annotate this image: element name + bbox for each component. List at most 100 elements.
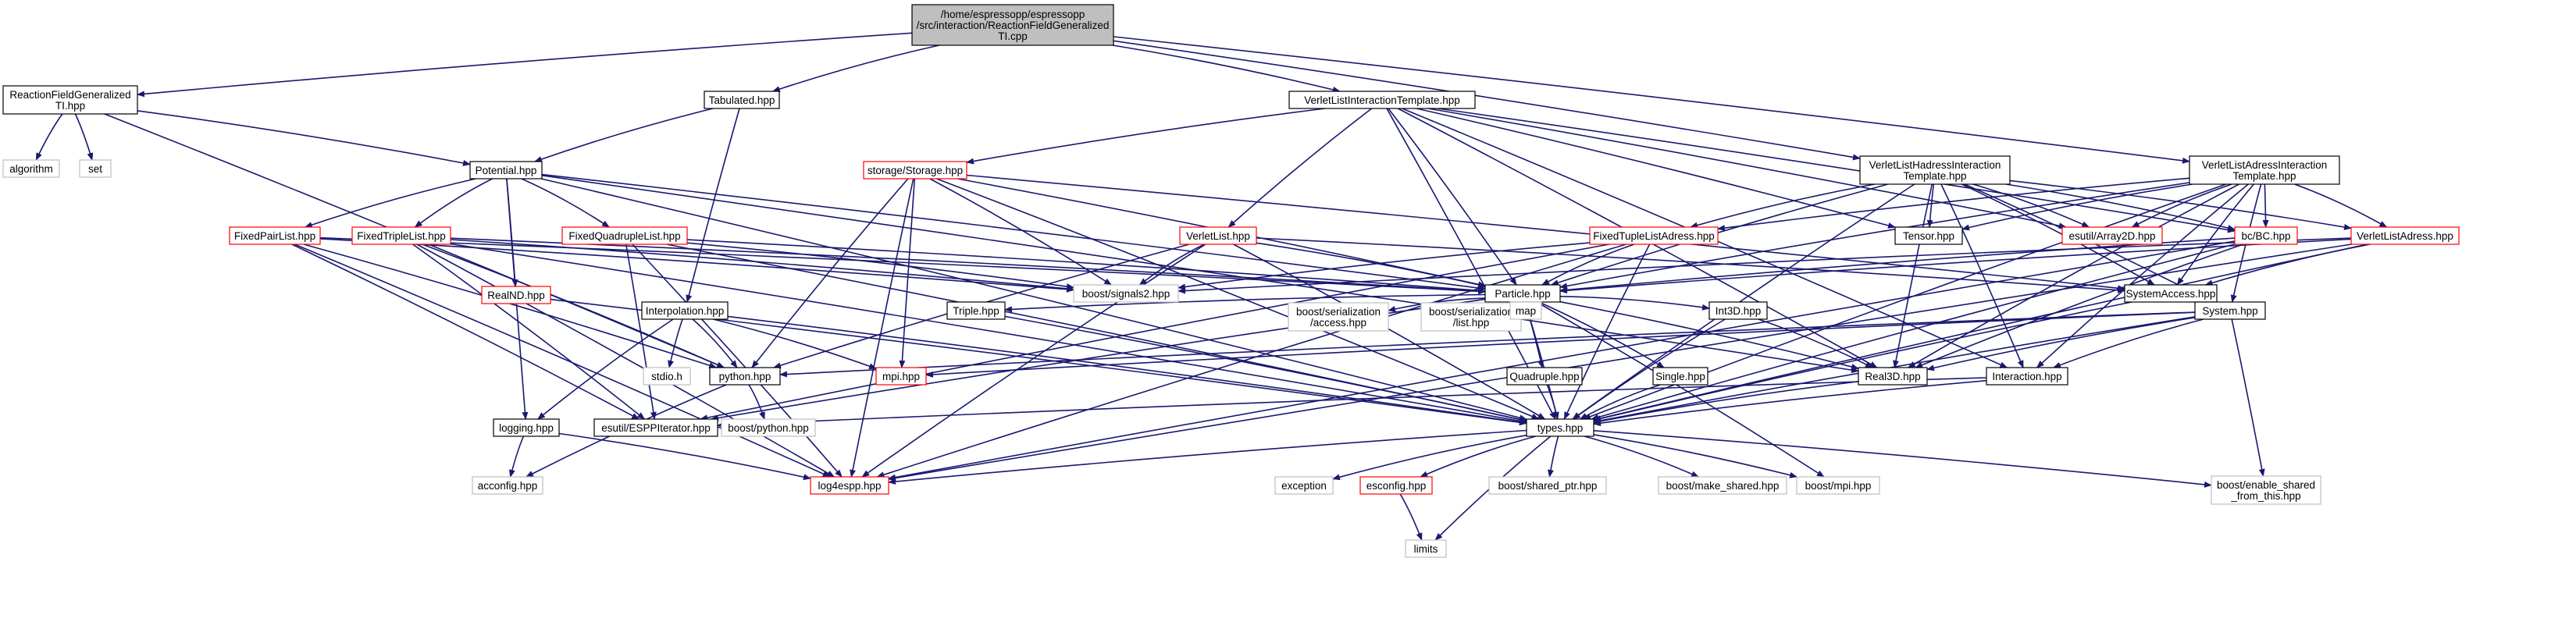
node-single[interactable]: Single.hpp [1652, 367, 1708, 386]
node-interaction[interactable]: Interaction.hpp [1986, 367, 2068, 386]
edge-potential-to-particle [541, 173, 1486, 291]
edge-line [1591, 243, 2236, 421]
node-box [561, 226, 688, 245]
edge-line [700, 243, 1610, 421]
node-label: esconfig.hpp [1366, 480, 1427, 492]
node-storage[interactable]: storage/Storage.hpp [863, 161, 967, 179]
edge-line [686, 239, 1486, 294]
edge-line [876, 243, 1626, 478]
edge-line [748, 384, 765, 420]
node-vl[interactable]: VerletList.hpp [1179, 226, 1257, 245]
edge-line [888, 240, 2236, 481]
edge-vlait-to-interaction [2036, 183, 2249, 368]
node-vlit[interactable]: VerletListInteractionTemplate.hpp [1288, 91, 1476, 109]
edge-line [2005, 183, 2236, 231]
edge-line [727, 315, 1527, 425]
edge-vlait-to-vla [2294, 183, 2388, 228]
edge-ftl-to-signals2 [450, 239, 1074, 292]
node-label: VerletListInteractionTemplate.hpp [1304, 94, 1460, 106]
edge-line [533, 108, 714, 162]
edge-line [966, 174, 2125, 292]
edge-line [1332, 434, 1527, 481]
node-root[interactable]: /home/espressopp/espressopp/src/interact… [911, 4, 1114, 46]
node-box [1894, 226, 1963, 245]
edge-vlhit-to-array2d [1972, 183, 2090, 228]
edge-storage-to-sysaccess [966, 174, 2125, 292]
edge-line [1113, 36, 2190, 164]
node-label: types.hpp [1537, 422, 1584, 434]
edge-line [1593, 379, 1987, 427]
edge-line [925, 311, 2196, 378]
edge-line [2053, 318, 2204, 368]
edge-line [1559, 238, 2352, 294]
nodes-layer: /home/espressopp/espressopp/src/interact… [2, 4, 2460, 558]
edge-line [291, 243, 640, 420]
edge-line [1559, 182, 2190, 290]
node-label: /access.hpp [1310, 317, 1366, 329]
node-ftla[interactable]: FixedTupleListAdress.hpp [1589, 226, 1719, 245]
node-system[interactable]: System.hpp [2194, 301, 2266, 320]
node-fpl[interactable]: FixedPairList.hpp [229, 226, 321, 245]
node-triple[interactable]: Triple.hpp [946, 301, 1006, 320]
node-realnd[interactable]: RealND.hpp [481, 286, 551, 304]
node-tabulated[interactable]: Tabulated.hpp [704, 91, 780, 109]
node-potential[interactable]: Potential.hpp [469, 161, 543, 179]
edge-int3d-to-real3d [1758, 318, 1873, 368]
node-label: SystemAccess.hpp [2126, 288, 2216, 300]
edge-line [1559, 300, 1859, 370]
node-box [1652, 367, 1708, 386]
node-ftl[interactable]: FixedTripleList.hpp [351, 226, 451, 245]
node-int3d[interactable]: Int3D.hpp [1708, 301, 1768, 320]
edge-storage-to-mpi [899, 178, 916, 368]
node-box [79, 159, 112, 178]
node-label: boost/make_shared.hpp [1666, 480, 1780, 492]
edge-line [686, 108, 740, 303]
node-label: System.hpp [2202, 305, 2257, 317]
edge-line [779, 311, 2196, 378]
edge-ftl-to-particle [450, 237, 1486, 294]
node-mpi[interactable]: mpi.hpp [875, 367, 927, 386]
edge-line [899, 178, 916, 368]
edge-bc-to-log4espp [888, 240, 2236, 481]
node-log4espp[interactable]: log4espp.hpp [810, 476, 889, 495]
node-tensor[interactable]: Tensor.hpp [1894, 226, 1963, 245]
node-logging[interactable]: logging.hpp [493, 418, 560, 437]
edge-vlhit-to-types [1572, 183, 1915, 420]
edge-line [1593, 381, 1859, 425]
node-array2d[interactable]: esutil/Array2D.hpp [2061, 226, 2163, 245]
edge-line [1227, 108, 1373, 228]
edge-vlit-to-bc [1438, 108, 2236, 233]
edge-potential-to-ftl [414, 178, 493, 228]
edge-ftla-to-types [1563, 243, 1651, 420]
node-real3d[interactable]: Real3D.hpp [1858, 367, 1928, 386]
node-esppiter[interactable]: esutil/ESPPIterator.hpp [593, 418, 718, 437]
node-vla[interactable]: VerletListAdress.hpp [2350, 226, 2460, 245]
node-quadruple[interactable]: Quadruple.hpp [1506, 367, 1583, 386]
edge-line [414, 178, 493, 228]
edge-potential-to-fpl [304, 178, 476, 228]
edge-ftl-to-types [450, 243, 1527, 425]
node-interp[interactable]: Interpolation.hpp [641, 301, 729, 320]
node-python[interactable]: python.hpp [709, 367, 781, 386]
node-label: esutil/Array2D.hpp [2068, 230, 2155, 242]
node-sysaccess[interactable]: SystemAccess.hpp [2124, 284, 2218, 303]
edge-interaction-to-esppiter [717, 377, 1987, 428]
edge-line [1563, 243, 1651, 420]
edge-vlhit-to-ftla [1690, 183, 1876, 229]
edge-line [1388, 297, 1486, 312]
edge-line [137, 32, 913, 98]
node-types[interactable]: types.hpp [1526, 418, 1594, 437]
node-label: Triple.hpp [953, 305, 999, 317]
node-label: limits [1414, 543, 1438, 555]
node-esconfig[interactable]: esconfig.hpp [1359, 476, 1433, 495]
node-particle[interactable]: Particle.hpp [1484, 284, 1561, 303]
node-fql[interactable]: FixedQuadrupleList.hpp [561, 226, 688, 245]
edge-types-to-log4espp [888, 429, 1527, 485]
edge-system-to-mpi [925, 311, 2196, 378]
node-label: VerletListAdress.hpp [2357, 230, 2453, 242]
edge-real3d-to-types [1593, 381, 1859, 425]
node-bc[interactable]: bc/BC.hpp [2234, 226, 2298, 245]
